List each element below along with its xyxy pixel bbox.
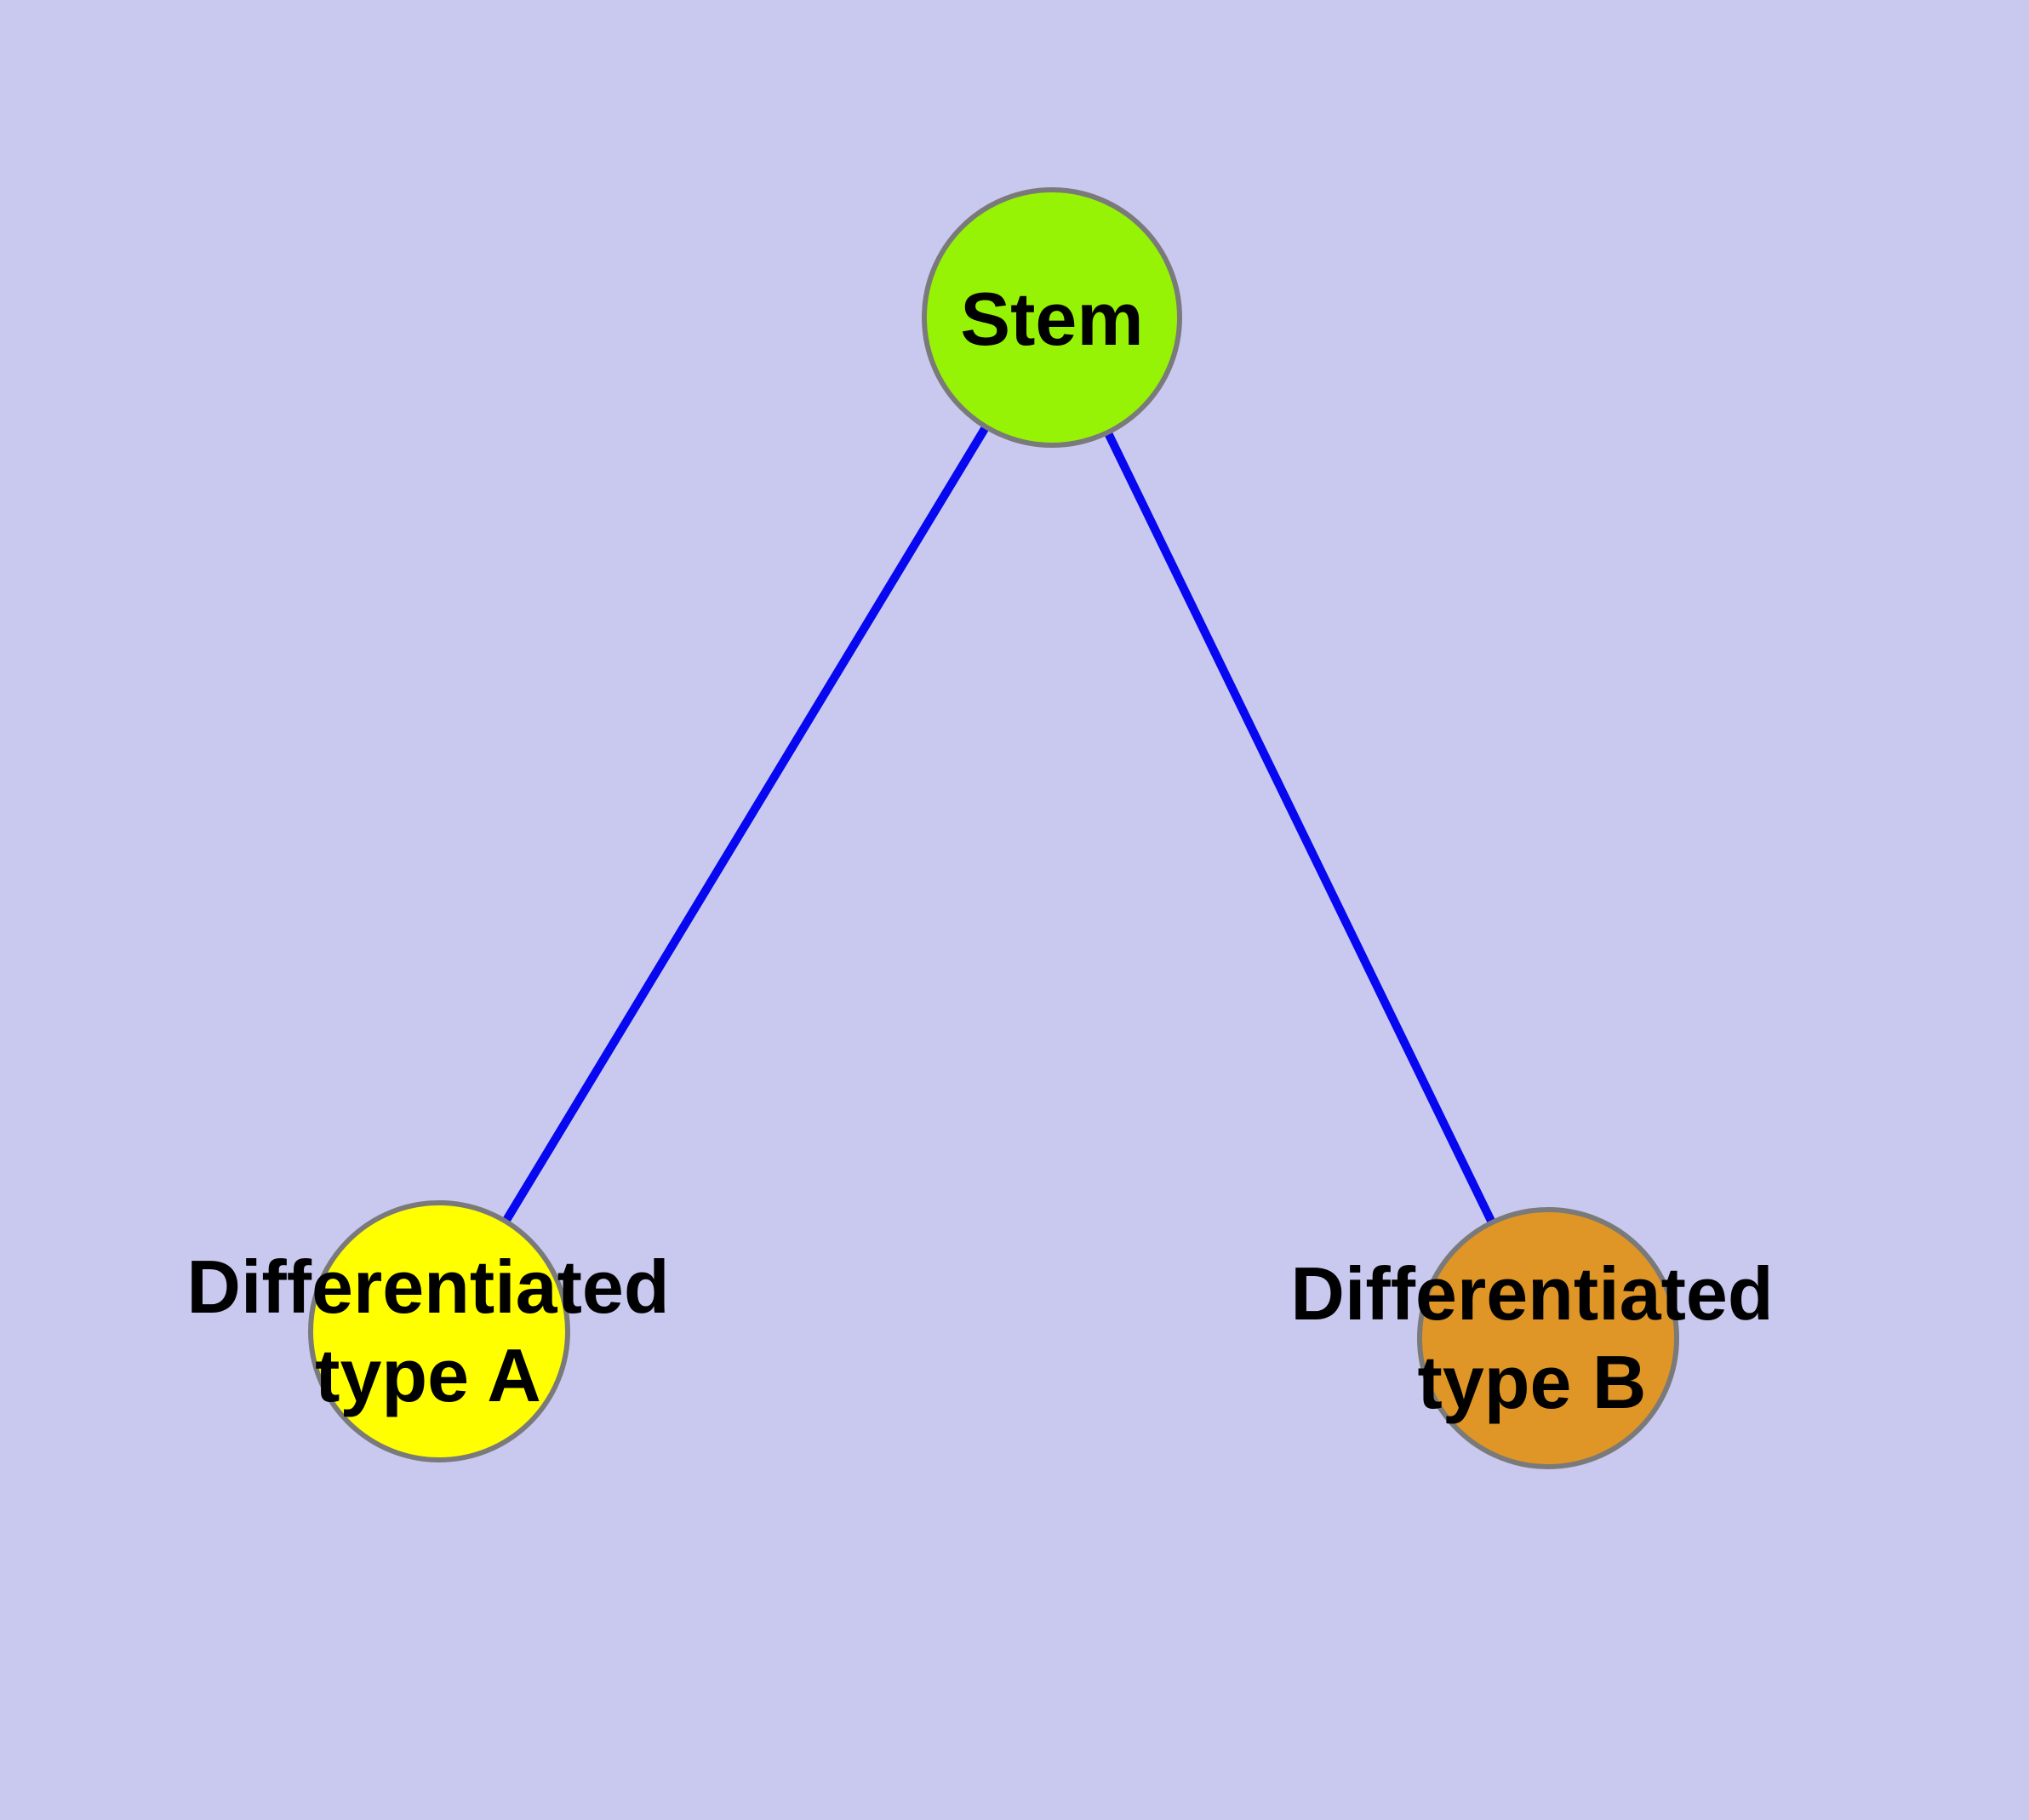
- node-differentiated-type-a[interactable]: [308, 1200, 570, 1462]
- edge-stem-to-differentiated-type-b[interactable]: [1048, 315, 1552, 1341]
- edge-stem-to-differentiated-type-a[interactable]: [435, 315, 1056, 1334]
- node-differentiated-type-b[interactable]: [1417, 1207, 1679, 1469]
- node-stem[interactable]: [922, 187, 1182, 448]
